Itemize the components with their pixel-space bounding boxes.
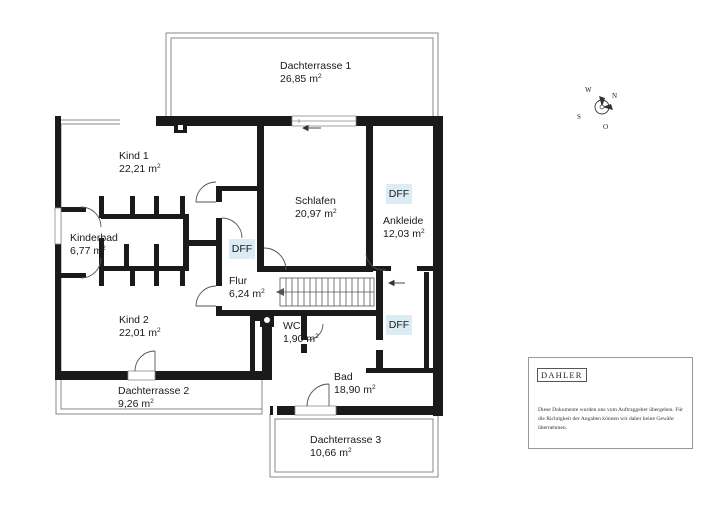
sliding-door-arrows <box>301 124 405 287</box>
skylight-bad: DFF <box>386 315 412 335</box>
room-label-schlafen: Schlafen 20,97 m2 <box>295 195 337 220</box>
room-label-kinderbad: Kinderbad 6,77 m2 <box>70 232 118 257</box>
terrace-2-inner <box>60 123 263 410</box>
room-label-dachterrasse-1: Dachterrasse 1 26,85 m2 <box>280 60 352 85</box>
stair-arrow <box>276 288 284 296</box>
room-label-dachterrasse-3: Dachterrasse 3 10,66 m2 <box>310 434 382 459</box>
compass-east: O <box>603 123 609 131</box>
room-label-bad: Bad 18,90 m2 <box>334 371 376 396</box>
compass-south: S <box>577 113 581 121</box>
disclaimer-text: Diese Dokumente wurden uns vom Auftragge… <box>538 407 683 431</box>
room-label-flur: Flur 6,24 m2 <box>229 275 265 300</box>
terrace-3-inner <box>274 418 434 473</box>
door-swings <box>80 181 387 407</box>
room-label-ankleide: Ankleide 12,03 m2 <box>383 215 425 240</box>
staircase <box>276 277 375 307</box>
room-label-kind-1: Kind 1 22,21 m2 <box>119 150 161 175</box>
compass-west: W <box>585 86 592 94</box>
legend-box: DAHLER Diese Dokumente wurden uns vom Au… <box>528 357 693 449</box>
compass <box>594 96 613 115</box>
exterior-walls <box>55 116 443 416</box>
room-label-wc: WC 1,90 m2 <box>283 320 319 345</box>
skylight-ankleide: DFF <box>386 184 412 204</box>
room-label-kind-2: Kind 2 22,01 m2 <box>119 314 161 339</box>
compass-north: N <box>612 92 618 100</box>
brand-logo: DAHLER <box>537 368 587 382</box>
shaft-hole <box>264 317 270 323</box>
skylight-flur: DFF <box>229 239 255 259</box>
chimney-inner <box>178 125 183 130</box>
room-label-dachterrasse-2: Dachterrasse 2 9,26 m2 <box>118 385 190 410</box>
